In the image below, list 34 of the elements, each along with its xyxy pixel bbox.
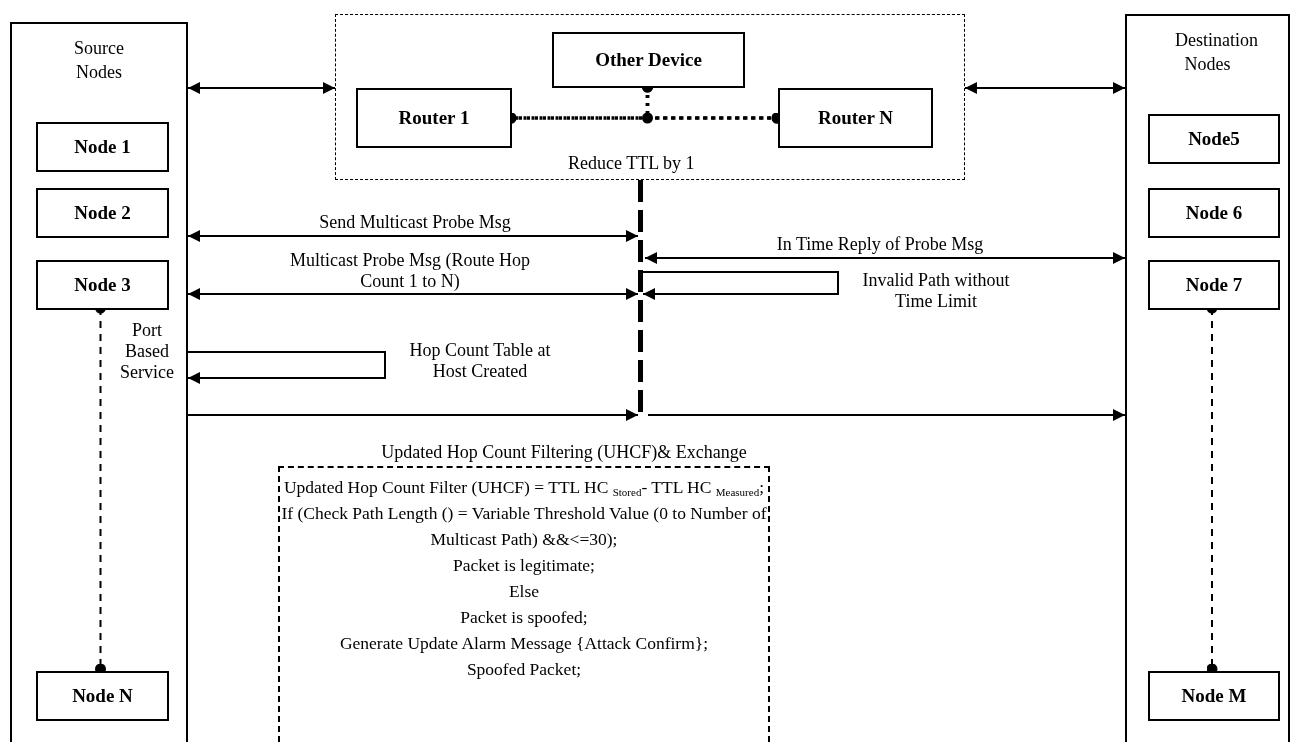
double-arrow <box>644 252 1126 264</box>
code-line: Spoofed Packet; <box>465 658 583 681</box>
node-box: Node 6 <box>1148 188 1280 238</box>
node-box: Node 7 <box>1148 260 1280 310</box>
loop-arrow <box>187 351 386 384</box>
router-box: Router 1 <box>356 88 512 148</box>
device-box: Other Device <box>552 32 745 88</box>
node-box: Node 2 <box>36 188 169 238</box>
code-line: Packet is legitimate; <box>452 554 596 577</box>
code-line: Updated Hop Count Filter (UHCF) = TTL HC $_{Stored}$- TTL HC $_{Measured}$; <box>282 476 766 500</box>
arrow <box>187 409 639 421</box>
code-line: Else <box>507 580 541 603</box>
code-line: Generate Update Alarm Message {Attack Confirm}; <box>338 632 710 655</box>
node-box: Node M <box>1148 671 1280 721</box>
double-arrow <box>187 230 639 242</box>
box-caption: Reduce TTL by 1 <box>568 153 695 174</box>
destination-panel <box>1125 14 1290 742</box>
code-line: If (Check Path Length () = Variable Threshold Value (0 to Number of Multicast Path) &&<=30); <box>280 502 768 551</box>
loop-arrow <box>642 271 839 300</box>
node-box: Node N <box>36 671 169 721</box>
source-panel <box>10 22 188 742</box>
arrow <box>647 409 1126 421</box>
node-box: Node 1 <box>36 122 169 172</box>
panel-title: Destination Nodes <box>1174 29 1259 76</box>
router-box: Router N <box>778 88 933 148</box>
node-box: Node5 <box>1148 114 1280 164</box>
panel-title: Source Nodes <box>73 37 125 84</box>
code-line: Packet is spoofed; <box>459 606 589 629</box>
double-arrow <box>964 82 1126 94</box>
section-heading: Updated Hop Count Filtering (UHCF)& Exchange <box>380 441 748 464</box>
network-box <box>335 14 965 180</box>
node-box: Node 3 <box>36 260 169 310</box>
double-arrow <box>187 288 639 300</box>
double-arrow <box>187 82 336 94</box>
